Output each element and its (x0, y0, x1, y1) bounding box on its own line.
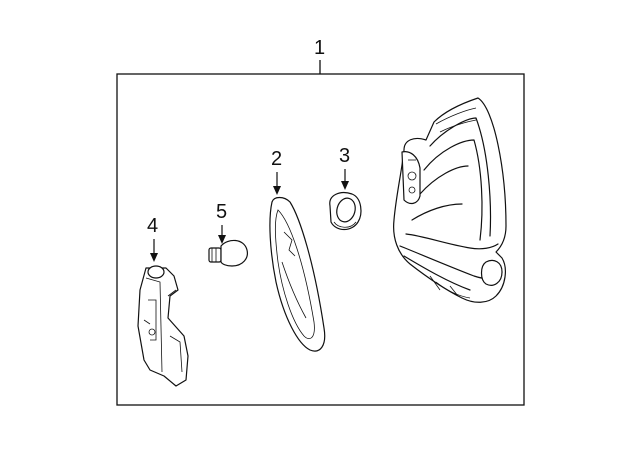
arrowhead-2 (273, 186, 281, 195)
socket-part (137, 265, 189, 387)
grommet-part (329, 192, 362, 231)
callout-1: 1 (314, 37, 325, 59)
callout-2: 2 (271, 148, 282, 170)
lens-part (269, 196, 326, 352)
callout-5: 5 (216, 201, 227, 223)
arrowhead-4 (150, 253, 158, 262)
arrowhead-5 (218, 235, 226, 244)
arrowhead-3 (341, 181, 349, 190)
callout-4: 4 (147, 215, 158, 237)
bulb-part (208, 239, 248, 267)
lamp-assembly-part (393, 97, 507, 303)
callout-3: 3 (339, 145, 350, 167)
